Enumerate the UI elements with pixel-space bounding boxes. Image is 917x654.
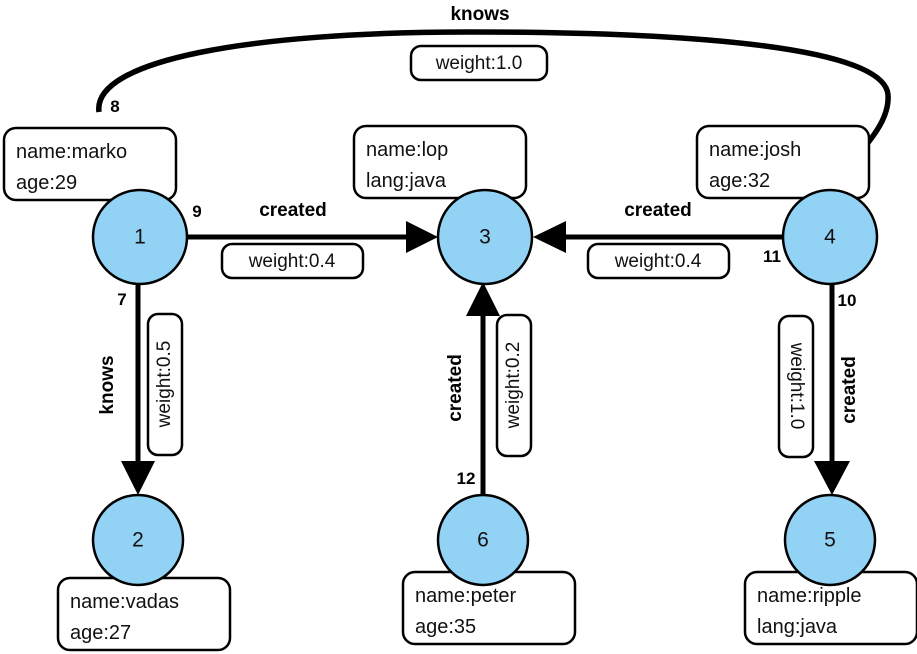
vertex-2-property-box: name:vadas age:27 (56, 576, 232, 652)
vertex-4-circle (781, 188, 879, 286)
vertex-5-id-label: 5 (824, 529, 836, 552)
edge-7-knows[interactable]: knows 7 weight:0.5 (97, 285, 184, 495)
edge-9-id: 9 (192, 202, 201, 221)
edge-12-arrowhead (466, 282, 500, 316)
vertex-3-prop-rect (352, 124, 528, 200)
edge-9-weight-rect (220, 242, 365, 280)
vertex-1-prop-line2: age:29 (16, 172, 77, 194)
edge-10-id: 10 (838, 291, 857, 310)
edge-10-weight-text: weight:1.0 (786, 342, 807, 430)
vertex-5-property-box: name:ripple lang:java (743, 570, 917, 646)
edge-7-weight-text: weight:0.5 (154, 341, 175, 429)
vertex-4-prop-line2: age:32 (709, 170, 770, 192)
edge-10-label: created (839, 356, 860, 424)
vertex-6-prop-line2: age:35 (415, 616, 476, 638)
edge-11-arrowhead (533, 221, 566, 253)
edge-7-label: knows (97, 355, 118, 414)
edge-7-id: 7 (117, 290, 126, 309)
edge-10-created[interactable]: created 10 weight:1.0 (777, 285, 860, 495)
vertex-1-id-label: 1 (134, 226, 146, 249)
edge-10-weight-rect (777, 314, 815, 459)
vertex-4[interactable]: 4 (781, 188, 879, 286)
vertex-6-property-box: name:peter age:35 (401, 570, 577, 646)
vertex-6-circle (436, 493, 530, 587)
edge-12-id: 12 (457, 469, 476, 488)
vertex-4-prop-rect (695, 124, 871, 200)
edge-8-id: 8 (110, 97, 119, 116)
vertex-6-id-label: 6 (477, 529, 489, 552)
edge-11-weight-text: weight:0.4 (614, 251, 702, 272)
vertex-3[interactable]: 3 (436, 188, 534, 286)
edge-11-id: 11 (763, 247, 781, 266)
edge-10-weight-box: weight:1.0 (777, 314, 815, 459)
vertex-5-prop-line1: name:ripple (757, 585, 862, 607)
edge-7-weight-rect (146, 312, 184, 457)
edge-9-label: created (259, 200, 327, 221)
vertex-1-prop-line1: name:marko (16, 141, 127, 163)
vertex-2-prop-line2: age:27 (70, 622, 131, 644)
edge-8-weight-text: weight:1.0 (435, 53, 523, 74)
edge-12-label: created (445, 354, 466, 422)
vertex-4-property-box: name:josh age:32 (695, 124, 871, 200)
edge-9-weight-text: weight:0.4 (248, 251, 336, 272)
edge-11-weight-box: weight:0.4 (586, 242, 731, 280)
vertex-4-id-label: 4 (824, 226, 836, 249)
edge-12-weight-box: weight:0.2 (495, 313, 533, 458)
vertex-2-circle (91, 493, 185, 587)
vertex-1-property-box: name:marko age:29 (2, 126, 178, 202)
vertex-6[interactable]: 6 (436, 493, 530, 587)
edge-12-weight-rect (495, 313, 533, 458)
vertex-3-property-box: name:lop lang:java (352, 124, 528, 200)
edge-8-weight-box: weight:1.0 (409, 44, 549, 82)
edge-9-weight-box: weight:0.4 (220, 242, 365, 280)
edge-11-created[interactable]: created 11 weight:0.4 (533, 200, 783, 280)
vertex-5[interactable]: 5 (783, 493, 877, 587)
edge-12-weight-text: weight:0.2 (503, 342, 524, 430)
vertex-3-circle (436, 188, 534, 286)
edge-8-weight-rect (409, 44, 549, 82)
vertex-1-prop-rect (2, 126, 178, 202)
vertex-2-prop-line1: name:vadas (70, 591, 179, 613)
vertex-5-prop-line2: lang:java (757, 616, 838, 638)
edge-11-label: created (624, 200, 692, 221)
vertex-3-prop-line2: lang:java (366, 170, 447, 192)
vertex-1[interactable]: 1 (91, 188, 189, 286)
vertex-6-prop-line1: name:peter (415, 585, 517, 607)
edge-9-created[interactable]: created 9 weight:0.4 (187, 200, 438, 280)
vertex-5-circle (783, 493, 877, 587)
vertex-1-circle (91, 188, 189, 286)
edge-8-label: knows (450, 4, 509, 25)
edge-11-weight-rect (586, 242, 731, 280)
edge-9-arrowhead (406, 221, 438, 253)
edge-10-arrowhead (814, 461, 850, 495)
vertex-2[interactable]: 2 (91, 493, 185, 587)
edge-12-created[interactable]: created 12 weight:0.2 (445, 282, 533, 496)
edge-7-weight-box: weight:0.5 (146, 312, 184, 457)
vertex-2-id-label: 2 (132, 529, 144, 552)
edge-7-arrowhead (121, 461, 155, 495)
vertex-4-prop-line1: name:josh (709, 139, 801, 161)
vertex-3-prop-line1: name:lop (366, 139, 448, 161)
edge-8-path (96, 29, 891, 184)
vertex-3-id-label: 3 (479, 226, 491, 249)
edge-8-knows[interactable]: knows 8 weight:1.0 (96, 4, 891, 190)
